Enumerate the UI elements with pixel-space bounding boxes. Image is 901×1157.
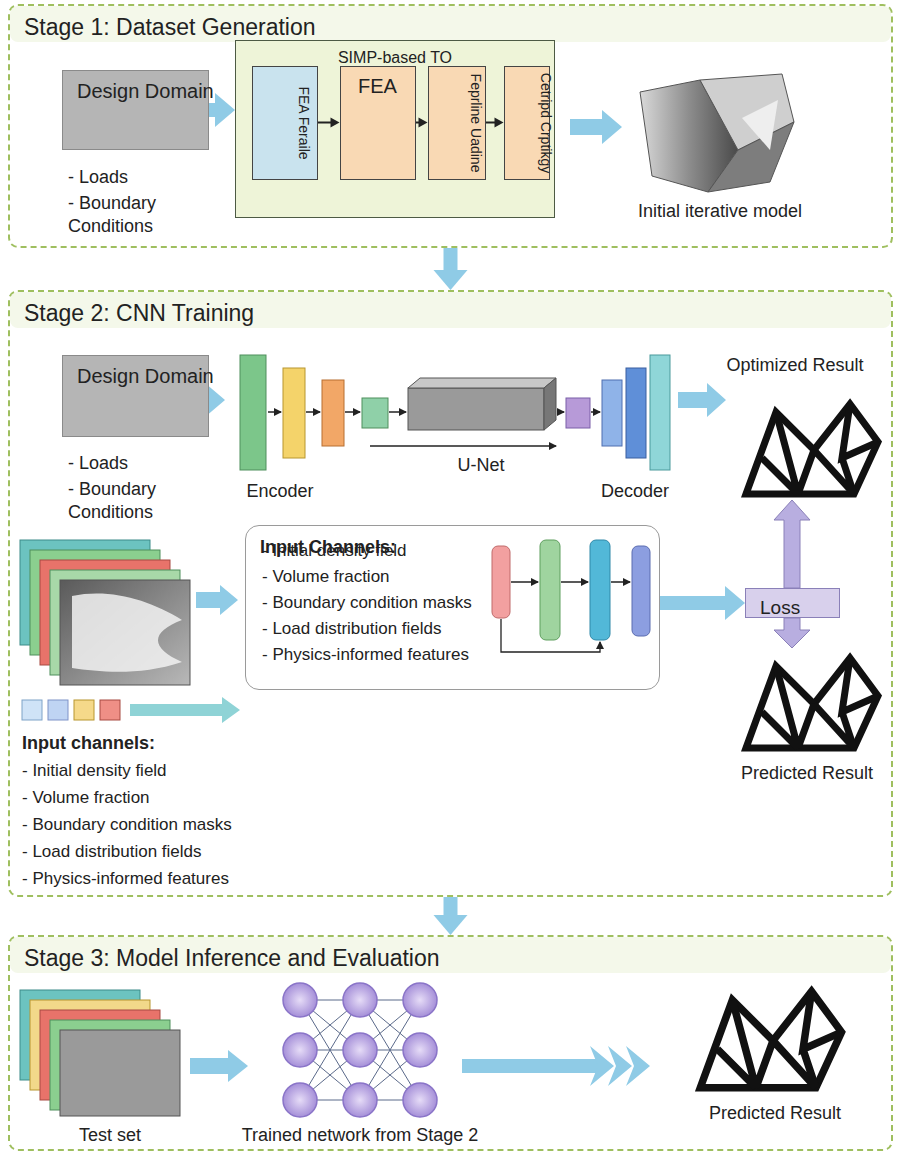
text-label: - Initial density field <box>22 760 282 781</box>
domain-box: Design Domain <box>62 355 209 437</box>
text-label: - Physics-informed features <box>22 868 282 889</box>
channel-list-box: Input Channels:- Initial density field- … <box>245 525 660 690</box>
node-text: Stage 3: Model Inference and Evaluation <box>24 945 440 972</box>
domain-box: Design Domain <box>62 70 209 150</box>
process-box: Feprline Uadine <box>428 66 486 180</box>
text-label: U-Net <box>436 454 526 477</box>
text-label: Input channels: <box>22 732 272 755</box>
node-text: Design Domain <box>77 79 214 103</box>
node-text: Stage 2: CNN Training <box>24 300 254 327</box>
node-text: Design Domain <box>77 364 214 388</box>
list-item: - Physics-informed features <box>262 642 643 668</box>
text-label: - Loads <box>68 452 188 475</box>
node-text: FEA <box>341 75 415 174</box>
list-item: - Volume fraction <box>262 564 643 590</box>
connector-arrow <box>434 248 468 290</box>
loss-box: Loss <box>745 588 840 618</box>
text-label: - Boundary condition masks <box>22 814 282 835</box>
process-box: FEA <box>340 66 416 180</box>
process-box: Cetripd Crptikgy <box>504 66 550 180</box>
text-label: - Boundary Conditions <box>68 192 178 237</box>
process-box: FEA Feraile <box>252 66 318 180</box>
text-label: Predicted Result <box>722 762 892 785</box>
list-item: - Boundary condition masks <box>262 590 643 616</box>
text-label: Trained network from Stage 2 <box>230 1124 490 1147</box>
connector-arrow <box>660 586 745 620</box>
text-label: Optimized Result <box>700 354 890 377</box>
process-group: SIMP-based TOFEA FeraileFEAFeprline Uadi… <box>235 40 555 218</box>
list-item: - Initial density field <box>262 538 643 564</box>
node-text: Loss <box>760 597 800 619</box>
node-text: Cetripd Crptikgy <box>501 71 552 175</box>
connector-arrow <box>318 118 340 128</box>
text-label: Initial iterative model <box>620 200 820 223</box>
text-label: Test set <box>30 1124 190 1147</box>
connector-arrow <box>486 118 504 128</box>
text-label: Predicted Result <box>680 1102 870 1125</box>
text-label: - Load distribution fields <box>22 841 282 862</box>
text-label: - Boundary Conditions <box>68 478 178 523</box>
connector-arrow <box>416 118 428 128</box>
list-item: - Load distribution fields <box>262 616 643 642</box>
node-text: Feprline Uadine <box>431 71 482 175</box>
text-label: Decoder <box>580 480 690 503</box>
text-label: - Volume fraction <box>22 787 282 808</box>
text-label: Encoder <box>225 480 335 503</box>
node-text: Stage 1: Dataset Generation <box>24 14 316 41</box>
node-text: FEA Feraile <box>259 71 310 175</box>
text-label: - Loads <box>68 166 188 189</box>
connector-arrow <box>434 897 468 935</box>
